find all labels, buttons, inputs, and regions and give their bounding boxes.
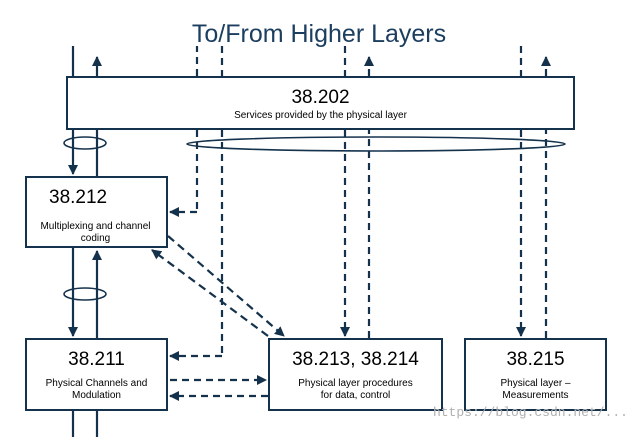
box-38-213-214: 38.213, 38.214 Physical layer procedures…	[268, 338, 443, 411]
box-description-line: for data, control	[320, 390, 391, 401]
box-description-line: Measurements	[502, 390, 569, 401]
grouping-ellipse-left	[63, 136, 107, 150]
grouping-ellipse-wide	[186, 136, 566, 152]
diagram-title: To/From Higher Layers	[191, 20, 447, 48]
box-number: 38.211	[68, 349, 125, 370]
box-number: 38.202	[291, 87, 350, 108]
box-description-line: Physical layer procedures	[298, 378, 413, 389]
box-description: Physical layer procedures for data, cont…	[270, 378, 441, 402]
box-number: 38.215	[506, 349, 565, 370]
grouping-ellipse-mid	[63, 287, 107, 301]
box-38-215: 38.215 Physical layer – Measurements	[464, 338, 607, 411]
box-38-202: 38.202 Services provided by the physical…	[66, 76, 575, 130]
dashed-arrow-212-to-213	[167, 235, 285, 337]
box-38-211: 38.211 Physical Channels and Modulation	[25, 338, 168, 411]
box-description-line: Physical layer –	[500, 378, 571, 389]
box-38-212: 38.212 Multiplexing and channel coding	[25, 176, 168, 248]
box-description: Services provided by the physical layer	[234, 110, 407, 121]
box-number: 38.213, 38.214	[292, 349, 419, 370]
dashed-arrow-213-to-212	[151, 249, 269, 337]
box-description: Physical Channels and Modulation	[45, 378, 148, 401]
box-description: Multiplexing and channel coding	[40, 221, 151, 244]
box-number: 38.212	[49, 187, 108, 208]
box-description: Physical layer – Measurements	[466, 378, 605, 402]
watermark: https://blog.csdn.net/...	[432, 405, 628, 420]
